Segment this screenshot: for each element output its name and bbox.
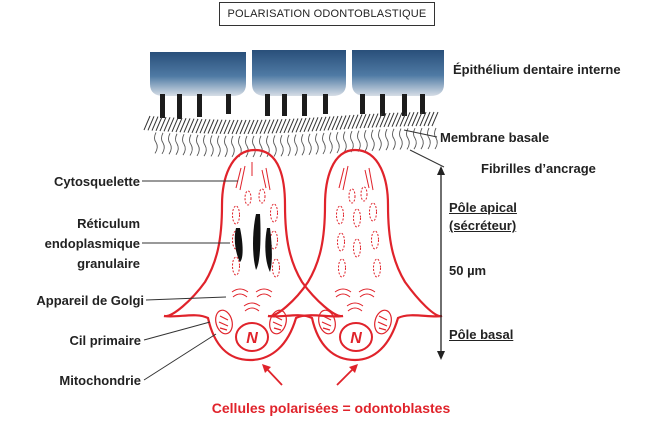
cytosquelette-right: [338, 165, 374, 191]
caption: Cellules polarisées = odontoblastes: [211, 400, 451, 416]
diagram-title: POLARISATION ODONTOBLASTIQUE: [219, 2, 435, 26]
label-membrane: Membrane basale: [440, 130, 550, 145]
secretory-bars-left: [234, 214, 272, 272]
leader-golgi: [145, 296, 227, 301]
membrane-basale: [143, 111, 439, 135]
label-cytosquelette: Cytosquelette: [54, 174, 140, 189]
fibrilles-ancrage: [154, 127, 438, 158]
label-fibrilles: Fibrilles d’ancrage: [481, 161, 596, 176]
reticulum-right: [336, 186, 381, 278]
leader-mitochondrie: [143, 333, 217, 381]
leader-cil: [143, 321, 211, 341]
label-pole-basal: Pôle basal: [449, 327, 514, 342]
label-reticulum-1: Réticulum: [77, 216, 140, 231]
nucleus-label-left: N: [246, 330, 258, 347]
label-pole-apical: Pôle apical: [449, 200, 517, 215]
label-pole-apical-sub: (sécréteur): [449, 218, 517, 233]
label-reticulum-3: granulaire: [77, 256, 140, 271]
label-golgi: Appareil de Golgi: [36, 293, 144, 308]
epithelium-posts: [160, 94, 425, 119]
golgi-right: [334, 288, 376, 312]
label-epithelium: Épithélium dentaire interne: [453, 62, 621, 77]
leader-membrane: [403, 129, 438, 138]
nucleus-right: [339, 322, 373, 352]
nucleus-label-right: N: [350, 330, 362, 347]
leader-lines: [142, 129, 445, 381]
cytosquelette-left: [235, 162, 271, 191]
nucleus-left: [235, 322, 269, 352]
cell-outline-right: [267, 148, 443, 362]
caption-arrows: [262, 364, 358, 386]
mitochondria-right: [318, 309, 392, 335]
label-reticulum-2: endoplasmique: [44, 236, 140, 251]
scale-arrow: [437, 166, 445, 360]
leader-fibrilles: [409, 149, 445, 168]
odontoblast-left: [163, 148, 344, 362]
label-mitochondrie: Mitochondrie: [59, 373, 141, 388]
label-scale: 50 µm: [449, 263, 487, 278]
label-cil: Cil primaire: [69, 333, 141, 348]
cell-outline-left: [163, 148, 344, 362]
odontoblast-right: [267, 148, 443, 362]
epithelium-cells: [150, 50, 444, 96]
golgi-left: [231, 288, 273, 312]
